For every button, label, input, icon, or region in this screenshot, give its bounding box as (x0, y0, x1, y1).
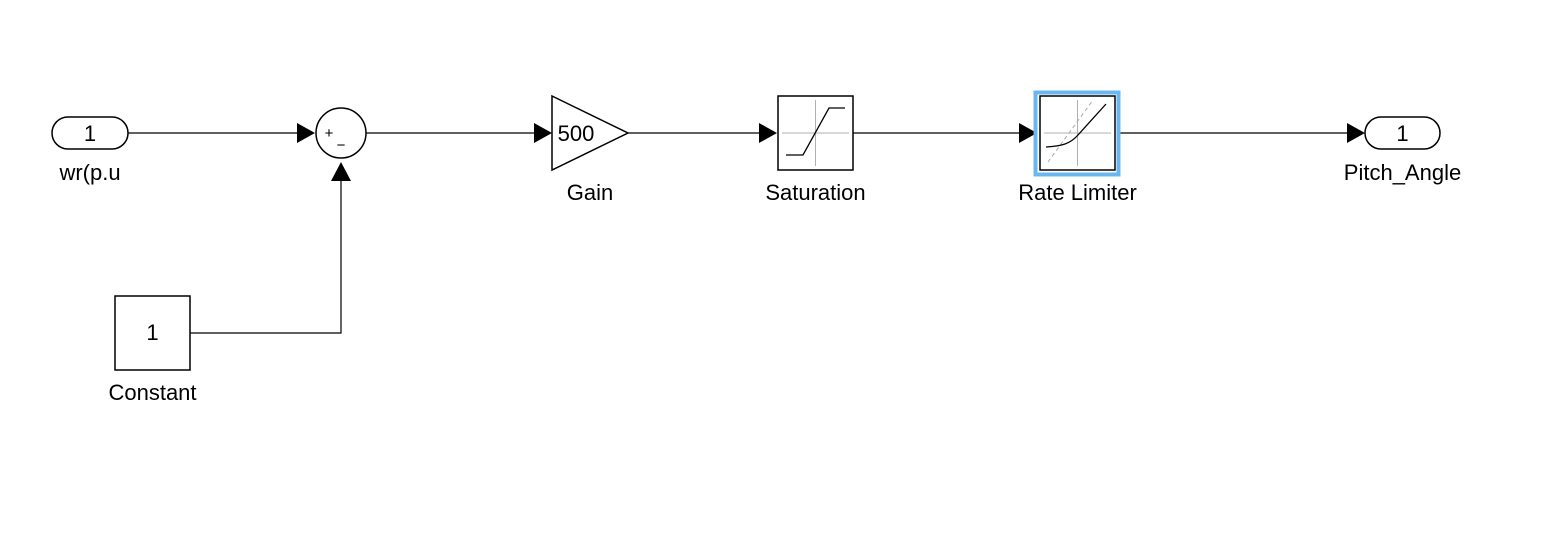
signal-lines (128, 123, 1365, 334)
saturation-block[interactable]: Saturation (765, 95, 866, 205)
outport-block[interactable]: 1 Pitch_Angle (1344, 116, 1461, 185)
rate-limiter-label: Rate Limiter (1018, 180, 1137, 205)
sum-plus-sign: + (325, 125, 334, 142)
gain-triangle[interactable] (551, 94, 630, 172)
rate-limiter-block[interactable]: Rate Limiter (1018, 90, 1137, 206)
saturation-icon (786, 107, 845, 156)
arrow-into-gain (534, 123, 552, 143)
sum-minus-sign: − (337, 137, 346, 154)
constant-shape[interactable] (114, 295, 191, 371)
outport-label: Pitch_Angle (1344, 160, 1461, 185)
rate-limiter-icon (1045, 103, 1107, 148)
inport-shape[interactable] (51, 116, 129, 150)
outport-number: 1 (1396, 121, 1408, 146)
gain-value: 500 (558, 121, 595, 146)
rate-limiter-reference-line (1047, 99, 1094, 163)
wire-constant-to-sum[interactable] (190, 180, 342, 334)
gain-label: Gain (567, 180, 613, 205)
sum-shape[interactable] (315, 107, 367, 159)
saturation-label: Saturation (765, 180, 865, 205)
gain-block[interactable]: 500 Gain (551, 94, 630, 205)
inport-label: wr(p.u (58, 160, 120, 185)
outport-shape[interactable] (1364, 116, 1441, 150)
sum-block[interactable]: + − (315, 107, 367, 159)
constant-value: 1 (146, 320, 158, 345)
arrow-into-sum-bottom (331, 162, 351, 181)
rate-limiter-selection-highlight (1033, 90, 1121, 177)
inport-block[interactable]: 1 wr(p.u (51, 116, 129, 185)
arrow-into-sum (297, 123, 315, 143)
arrow-into-saturation (759, 123, 777, 143)
arrow-into-rate-limiter (1019, 123, 1037, 143)
inport-number: 1 (84, 121, 96, 146)
constant-label: Constant (108, 380, 196, 405)
arrow-into-outport (1347, 123, 1365, 143)
constant-block[interactable]: 1 Constant (108, 295, 197, 405)
